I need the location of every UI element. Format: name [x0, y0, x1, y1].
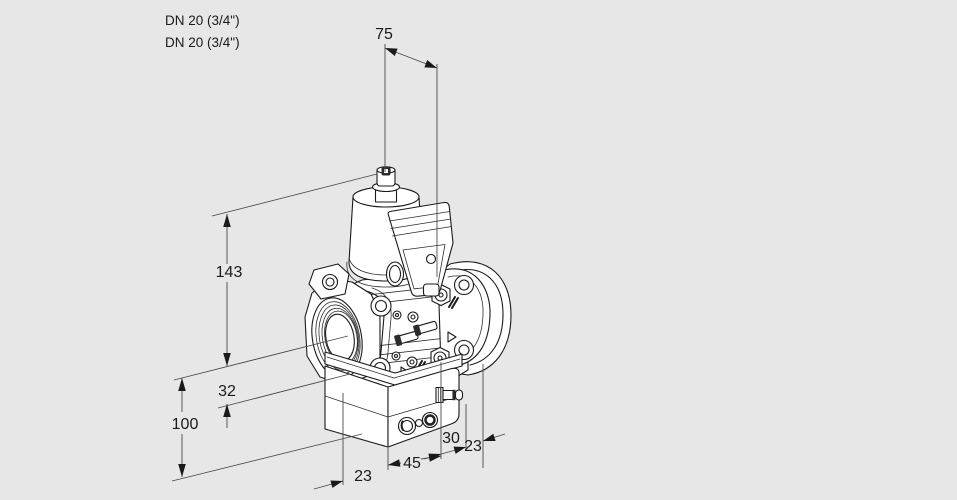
- dome-oval-port: [385, 261, 405, 287]
- flow-direction-arrow: [447, 331, 457, 343]
- test-point-ports: [397, 411, 439, 436]
- vent-mark: [448, 296, 459, 309]
- dim-143-label: 143: [216, 264, 243, 281]
- connection-size-label-1: DN 20 (3/4"): [165, 13, 240, 28]
- dimension-arrowheads: [178, 48, 496, 488]
- adjustment-spindle: [371, 166, 401, 203]
- panel-tab: [422, 283, 440, 297]
- dim-75-label: 75: [375, 26, 393, 43]
- dim-30-label: 30: [442, 430, 460, 447]
- dim-100-label: 100: [172, 416, 199, 433]
- inlet-flange: [304, 263, 392, 386]
- valve-line-art: [304, 166, 512, 448]
- connection-size-label-2: DN 20 (3/4"): [165, 35, 240, 50]
- dim-23-right-label: 23: [464, 438, 482, 455]
- dimension-lines: [171, 44, 506, 490]
- dim-32-label: 32: [218, 383, 236, 400]
- annotation-labels: DN 20 (3/4") DN 20 (3/4") 75 143 32 100 …: [165, 13, 482, 485]
- pressure-tap-nipple: [435, 386, 464, 404]
- stud-screw: [394, 330, 419, 347]
- stud-screw: [413, 320, 438, 337]
- dim-45-label: 45: [403, 455, 421, 472]
- dim-23-left-label: 23: [354, 468, 372, 485]
